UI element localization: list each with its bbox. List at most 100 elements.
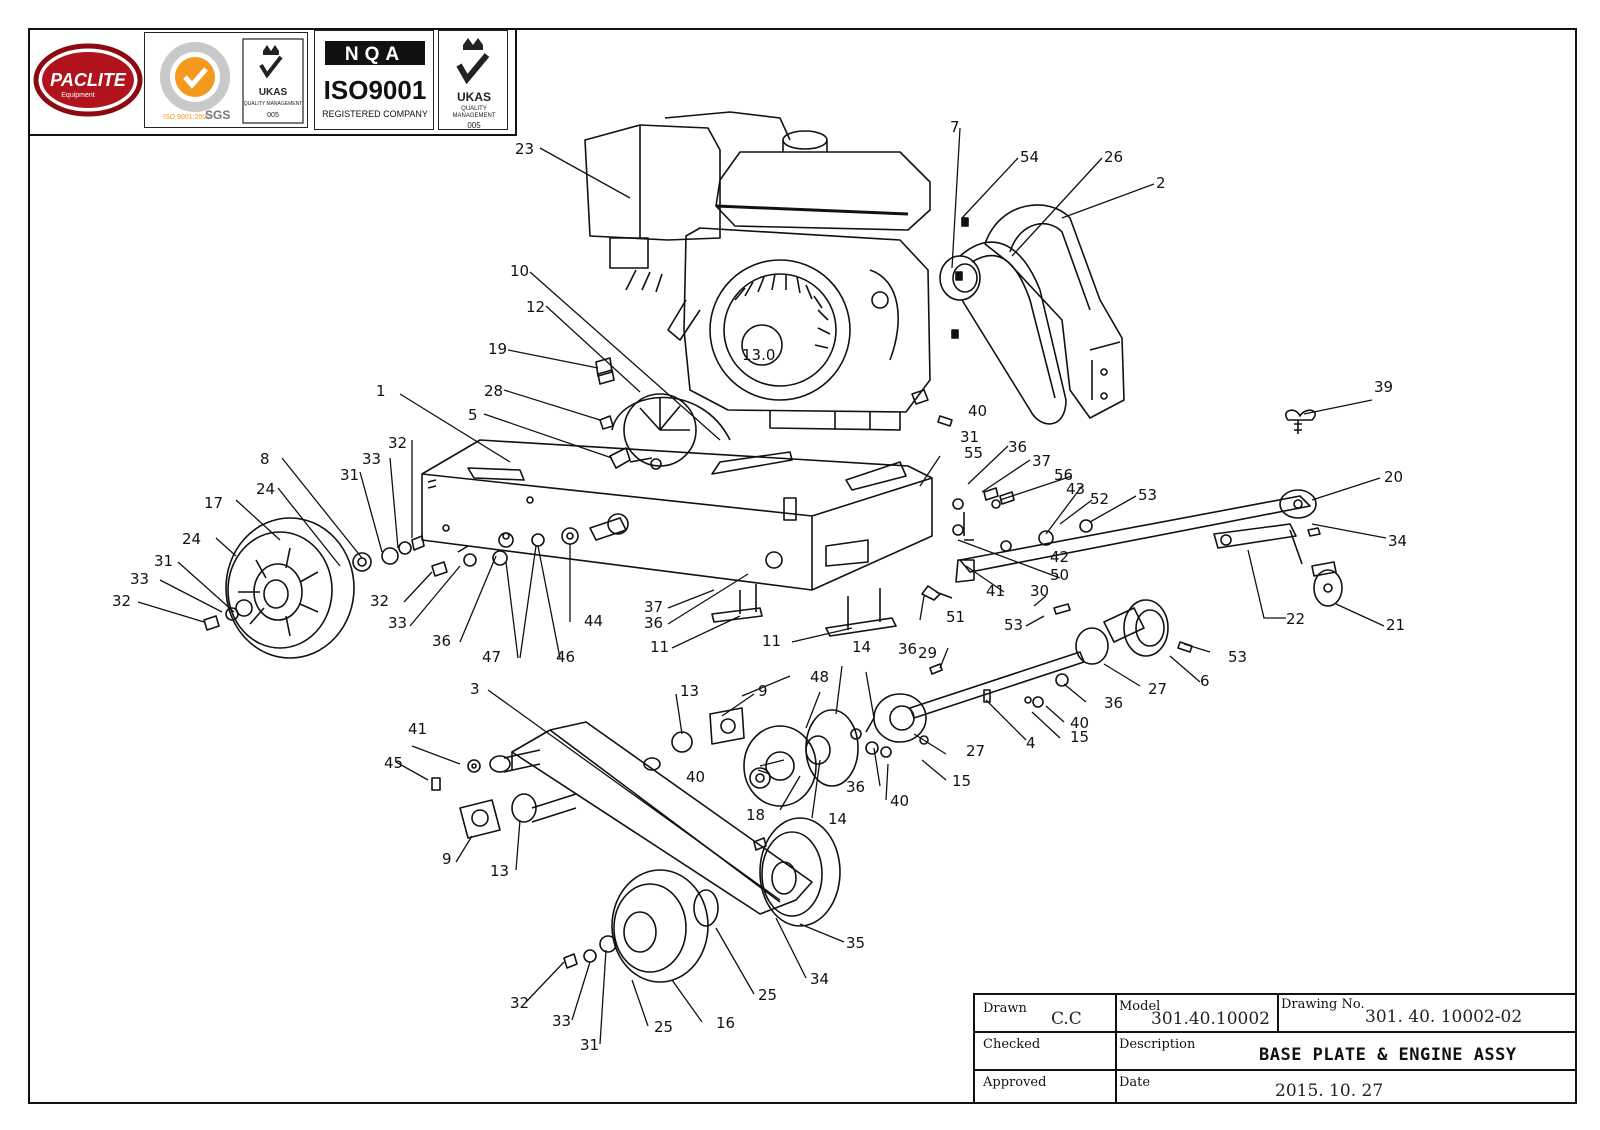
model-value: 301.40.10002 bbox=[1151, 1009, 1270, 1029]
drawn-value: C.C bbox=[1051, 1009, 1082, 1029]
callout-20: 20 bbox=[1384, 468, 1403, 486]
callout-19: 19 bbox=[488, 340, 507, 358]
callout-3: 3 bbox=[470, 680, 480, 698]
nqa-iso9001-logo: NQA ISO9001 REGISTERED COMPANY bbox=[314, 30, 434, 130]
drawing-no-label: Drawing No. bbox=[1281, 997, 1365, 1012]
callout-53-right: 53 bbox=[1228, 648, 1247, 666]
callout-34-bottom: 34 bbox=[810, 970, 829, 988]
plate-axle-studs bbox=[498, 513, 629, 548]
callout-9-top: 9 bbox=[758, 682, 768, 700]
rear-pulley-wheel bbox=[611, 393, 731, 467]
callout-33-bottom: 33 bbox=[552, 1012, 571, 1030]
callout-14-top: 14 bbox=[852, 638, 871, 656]
callout-15-left: 15 bbox=[952, 772, 971, 790]
callout-24-left: 24 bbox=[182, 530, 201, 548]
callout-47: 47 bbox=[482, 648, 501, 666]
callout-27-left: 27 bbox=[966, 742, 985, 760]
drawing-border bbox=[28, 28, 1577, 1104]
callout-11-right: 11 bbox=[762, 632, 781, 650]
callout-13-bottom: 13 bbox=[490, 862, 509, 880]
clutch-pulley bbox=[939, 241, 1067, 425]
callout-10: 10 bbox=[510, 262, 529, 280]
callout-36-top-shaft: 36 bbox=[898, 640, 917, 658]
certification-logos: PACLITE Equipment ISO 9001:2000 SGS UKAS… bbox=[28, 28, 517, 136]
ukas-large-sub1: QUALITY bbox=[461, 106, 487, 112]
description-label: Description bbox=[1119, 1037, 1196, 1052]
callout-25-left: 25 bbox=[654, 1018, 673, 1036]
callout-41-left: 41 bbox=[408, 720, 427, 738]
callout-27-right: 27 bbox=[1148, 680, 1167, 698]
engine-block bbox=[625, 227, 931, 431]
callout-40-right: 40 bbox=[1070, 714, 1089, 732]
callout-16: 16 bbox=[716, 1014, 735, 1032]
callout-33-top: 33 bbox=[362, 450, 381, 468]
ukas-logo: UKAS QUALITY MANAGEMENT 005 bbox=[438, 30, 508, 130]
callout-2: 2 bbox=[1156, 174, 1166, 192]
callout-52: 53 bbox=[1138, 486, 1157, 504]
callout-42: 42 bbox=[1050, 548, 1069, 566]
callout-11-left: 11 bbox=[650, 638, 669, 656]
callout-54: 54 bbox=[1020, 148, 1039, 166]
callout-32-bottom: 32 bbox=[510, 994, 529, 1012]
callout-53-left: 53 bbox=[1004, 616, 1023, 634]
paclite-logo: PACLITE Equipment bbox=[33, 43, 143, 117]
belt-guard bbox=[984, 204, 1125, 419]
callout-34-handle: 34 bbox=[1388, 532, 1407, 550]
callout-37-right: 37 bbox=[1032, 452, 1051, 470]
part-callouts: 23 7 54 26 2 10 12 19 28 5 1 32 33 31 8 … bbox=[112, 118, 1407, 1054]
rear-wheel-left bbox=[203, 517, 425, 659]
callout-13-top: 13 bbox=[680, 682, 699, 700]
engine-badge: 13.0 bbox=[742, 346, 775, 364]
callout-14-bottom: 14 bbox=[828, 810, 847, 828]
sgs-text: SGS bbox=[205, 108, 230, 122]
callout-36-left: 36 bbox=[432, 632, 451, 650]
base-plate bbox=[421, 439, 933, 591]
callout-44: 44 bbox=[584, 612, 603, 630]
ukas-large-number: 005 bbox=[467, 121, 481, 130]
model-label: Model bbox=[1119, 999, 1161, 1014]
nqa-text: NQA bbox=[345, 44, 405, 65]
callout-43: 43 bbox=[1066, 480, 1085, 498]
callout-18: 18 bbox=[746, 806, 765, 824]
drawn-label: Drawn bbox=[983, 1001, 1027, 1016]
callout-46: 46 bbox=[556, 648, 575, 666]
front-frame bbox=[431, 721, 813, 915]
callout-36-handle: 36 bbox=[1008, 438, 1027, 456]
approved-label: Approved bbox=[983, 1075, 1047, 1090]
callout-51: 52 bbox=[1090, 490, 1109, 508]
callout-6: 6 bbox=[1200, 672, 1210, 690]
callout-22: 22 bbox=[1286, 610, 1305, 628]
callout-21: 21 bbox=[1386, 616, 1405, 634]
callout-41-plate: 41 bbox=[986, 582, 1005, 600]
callout-25-right: 25 bbox=[758, 986, 777, 1004]
callout-36-bottom: 36 bbox=[846, 778, 865, 796]
callout-48: 48 bbox=[810, 668, 829, 686]
callout-9-bottom: 9 bbox=[442, 850, 452, 868]
callout-32-mid: 32 bbox=[370, 592, 389, 610]
callout-45: 45 bbox=[384, 754, 403, 772]
left-bolt-set bbox=[431, 545, 508, 577]
sgs-ring-text: ISO 9001:2000 bbox=[163, 114, 210, 121]
callout-12: 12 bbox=[526, 298, 545, 316]
ukas-small-sub: QUALITY MANAGEMENT bbox=[244, 101, 303, 107]
callout-32-top: 32 bbox=[388, 434, 407, 452]
callout-32-left: 32 bbox=[112, 592, 131, 610]
callout-4: 4 bbox=[1026, 734, 1036, 752]
callout-36-plate: 36 bbox=[644, 614, 663, 632]
callout-55: 55 bbox=[964, 444, 983, 462]
callout-50: 51 bbox=[946, 608, 965, 626]
iso-text: ISO9001 bbox=[324, 75, 427, 105]
callout-31-left: 31 bbox=[154, 552, 173, 570]
ukas-small-text: UKAS bbox=[259, 87, 288, 98]
brand-name: PACLITE bbox=[50, 70, 127, 90]
callout-38: 39 bbox=[1374, 378, 1393, 396]
handle-bar bbox=[952, 487, 1343, 607]
callout-26: 26 bbox=[1104, 148, 1123, 166]
brand-sub: Equipment bbox=[61, 92, 95, 99]
callout-23: 23 bbox=[515, 140, 534, 158]
callout-56: 56 bbox=[1054, 466, 1073, 484]
callout-8: 8 bbox=[260, 450, 270, 468]
callout-33-mid: 33 bbox=[388, 614, 407, 632]
plate-hardware bbox=[595, 217, 969, 601]
